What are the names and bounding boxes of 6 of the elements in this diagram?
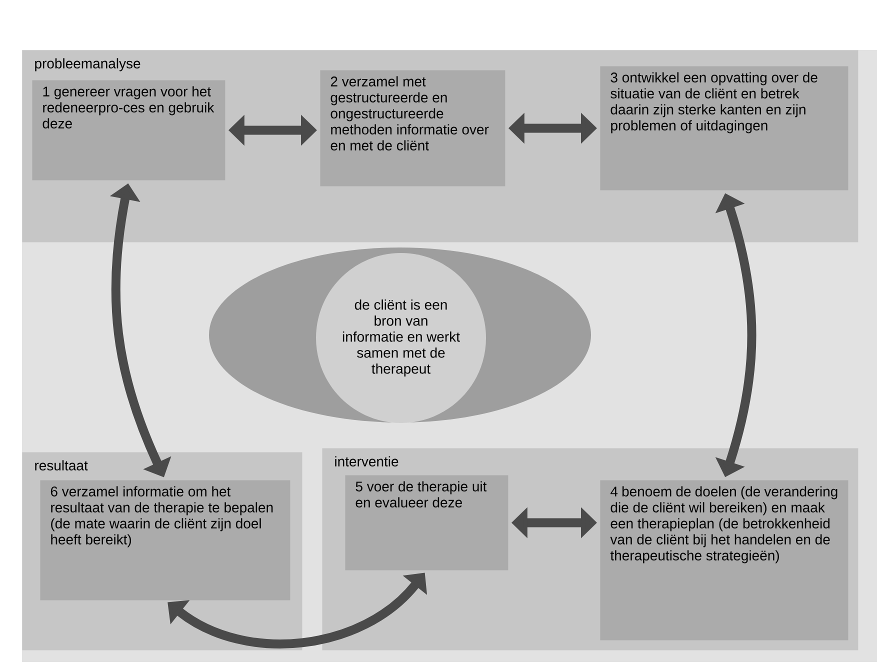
step-box: 5 voer de therapie uit en evalueer deze [345, 475, 508, 570]
step-box: 2 verzamel met gestructureerde en ongestructureerde methoden informatie over en met de cliënt [320, 70, 506, 186]
step-box: 4 benoem de doelen (de verandering die de cliënt wil bereiken) en maak een therapieplan (de betrokkenheid van de cliënt bij het handelen en de therapeutische strategieën) [600, 480, 848, 640]
step-box: 6 verzamel informatie om het resultaat van de therapie te bepalen (de mate waarin de cliënt zijn doel heeft bereikt) [40, 480, 290, 600]
step-box: 1 genereer vragen voor het redeneerpro-ces en gebruik deze [32, 80, 226, 180]
step-box: 3 ontwikkel een opvatting over de situatie van de cliënt en betrek daarin zijn sterke kanten en zijn problemen of uitdagingen [600, 66, 848, 190]
